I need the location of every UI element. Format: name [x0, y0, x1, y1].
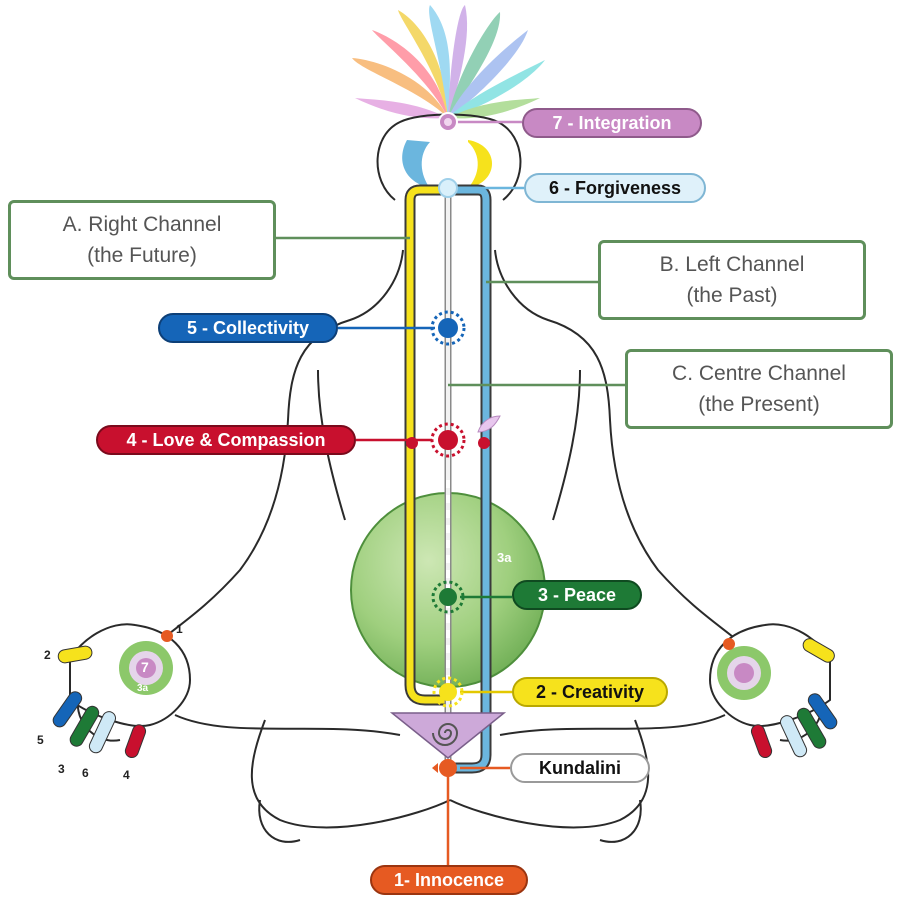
chakra-5-icon: [430, 310, 466, 346]
left-thumb-dot: [161, 630, 173, 642]
kundalini-coil-icon: [432, 723, 459, 746]
centre-channel-label-box: C. Centre Channel (the Present): [625, 349, 893, 429]
right-finger-3: [796, 707, 827, 749]
left-channel-subtitle: (the Past): [686, 284, 778, 307]
kundalini-label: Kundalini: [510, 753, 650, 783]
chakra-4-label: 4 - Love & Compassion: [96, 425, 356, 455]
right-channel-subtitle: (the Future): [87, 244, 197, 267]
right-hand: [708, 623, 838, 759]
left-finger-2: [57, 645, 93, 664]
palm-3a-label: 3a: [137, 683, 149, 694]
sacrum-triangle: [389, 712, 507, 759]
chakra-1-label: 1- Innocence: [370, 865, 528, 895]
chakra-1-icon: [432, 759, 457, 777]
chakra-3-label: 3 - Peace: [512, 580, 642, 610]
right-finger-2: [802, 638, 835, 663]
chakra-5-label: 5 - Collectivity: [158, 313, 338, 343]
centre-channel-subtitle: (the Present): [698, 393, 820, 416]
left-head-crescent: [402, 140, 430, 188]
left-channel-title: B. Left Channel: [659, 253, 805, 276]
finger-label-4: 4: [123, 768, 130, 782]
left-hand: [52, 623, 192, 759]
right-thumb-dot: [723, 638, 735, 650]
chakra-6-icon: [438, 178, 458, 198]
right-finger-5: [807, 693, 838, 730]
right-finger-6: [779, 715, 808, 758]
chakra-2-label: 2 - Creativity: [512, 677, 668, 707]
finger-label-5: 5: [37, 733, 44, 747]
chakra-7-icon: [438, 112, 458, 132]
chakra-3-icon: [431, 580, 465, 614]
finger-label-6: 6: [82, 766, 89, 780]
left-finger-5: [52, 691, 83, 728]
left-finger-4: [124, 724, 147, 759]
left-finger-6: [88, 711, 117, 754]
left-channel-label-box: B. Left Channel (the Past): [598, 240, 866, 320]
centre-channel-title: C. Centre Channel: [672, 362, 846, 385]
lotus-petals: [352, 5, 545, 119]
chakra-6-label: 6 - Forgiveness: [524, 173, 706, 203]
palm-center-label: 7: [141, 659, 149, 675]
right-channel-label-box: A. Right Channel (the Future): [8, 200, 276, 280]
chakra-4-icon: [406, 415, 501, 458]
finger-label-3: 3: [58, 762, 65, 776]
chakra-7-label: 7 - Integration: [522, 108, 702, 138]
left-finger-3: [69, 705, 100, 747]
finger-label-1: 1: [176, 622, 183, 636]
right-finger-4: [750, 724, 773, 759]
right-channel-title: A. Right Channel: [62, 213, 222, 236]
chakra-2-icon: [432, 676, 464, 708]
right-head-crescent: [468, 140, 492, 188]
connector-lines: [276, 120, 625, 865]
void-3a-label: 3a: [497, 550, 512, 565]
finger-label-2: 2: [44, 648, 51, 662]
